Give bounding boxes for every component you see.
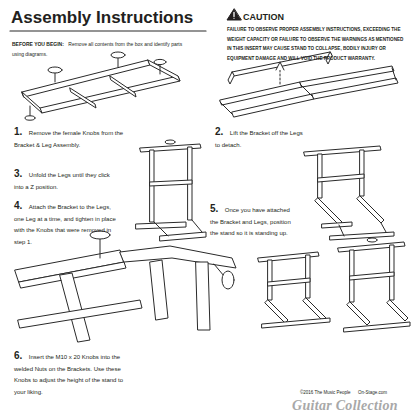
text-block: 5. Once you have attached the Bracket an… — [210, 203, 298, 238]
step-number: 2. — [215, 126, 223, 137]
step-text: Remove the female Knobs from the Bracket… — [14, 130, 123, 148]
watermark: Guitar Collection — [292, 398, 398, 413]
step-number: 3. — [14, 168, 22, 179]
text-block: 3. Unfold the Legs until they click into… — [14, 168, 114, 191]
step-number: 4. — [14, 200, 22, 211]
bracket-lift-figure — [220, 52, 398, 117]
text-block: 1. Remove the female Knobs from the Brac… — [14, 126, 139, 149]
step-number: 1. — [14, 126, 22, 137]
text-block: Guitar Collection — [292, 396, 416, 415]
finished-stands-figure — [258, 238, 410, 332]
step-text: Unfold the Legs until they click into a … — [14, 172, 110, 190]
knob-closeup-figure — [15, 231, 236, 342]
step-text: Once you have attached the Bracket and L… — [210, 207, 291, 236]
text-block: BEFORE YOU BEGIN: Remove all contents fr… — [12, 38, 192, 57]
text-block: ©2016 The Music People On-Stage.com — [300, 386, 415, 396]
text-block: FAILURE TO OBSERVE PROPER ASSEMBLY INSTR… — [227, 23, 407, 61]
page-title: Assembly Instructions — [11, 8, 193, 28]
z-leg-figure — [136, 140, 206, 241]
caution-heading: CAUTION — [243, 12, 284, 22]
title-rule — [10, 30, 206, 31]
note-heading: BEFORE YOU BEGIN: — [12, 41, 64, 47]
warning-text: FAILURE TO OBSERVE PROPER ASSEMBLY INSTR… — [227, 27, 403, 61]
step-number: 5. — [210, 203, 218, 214]
text-block: CAUTION — [243, 9, 363, 23]
step-text: Lift the Bracket off the Legs to detach. — [215, 130, 303, 148]
step-number: 6. — [14, 350, 22, 361]
step-text: Attach the Bracket to the Legs, one Leg … — [14, 204, 116, 245]
text-block: 4. Attach the Bracket to the Legs, one L… — [14, 200, 118, 246]
text-block: 6. Insert the M10 x 20 Knobs into the we… — [14, 350, 136, 396]
caution-triangle — [227, 9, 241, 20]
standing-stand-figure — [304, 146, 394, 240]
copyright-note: ©2016 The Music People — [300, 390, 351, 395]
folded-assembly-figure — [22, 52, 180, 120]
text-block: 2. Lift the Bracket off the Legs to deta… — [215, 126, 307, 149]
website-note: On-Stage.com — [358, 390, 387, 395]
step-text: Insert the M10 x 20 Knobs into the welde… — [14, 354, 123, 395]
